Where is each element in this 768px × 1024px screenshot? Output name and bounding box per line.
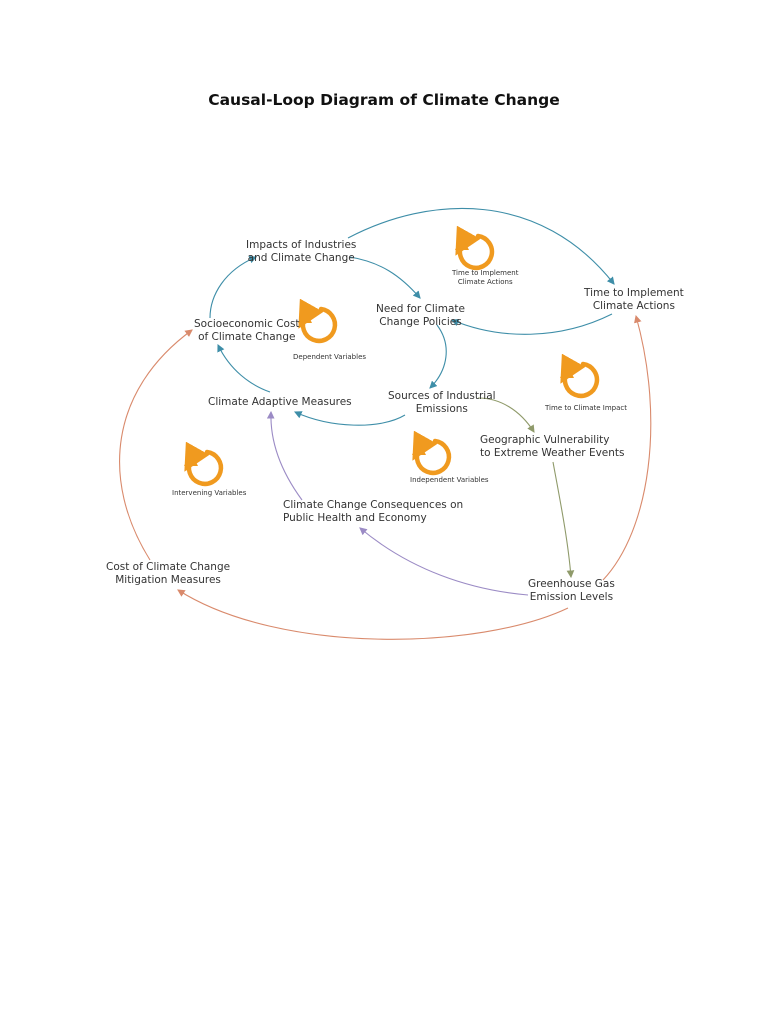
edge-sources-to-adaptive (293, 411, 406, 426)
node-sources-of-emissions: Sources of Industrial Emissions (388, 390, 496, 415)
edge-socio-to-impacts (209, 256, 258, 319)
node-greenhouse-gas: Greenhouse Gas Emission Levels (528, 578, 615, 603)
edge-sources-to-geo (477, 397, 535, 433)
circular-arrow-icon (184, 441, 224, 487)
circular-arrow-icon (455, 225, 495, 271)
edge-impacts-to-time-implement (347, 207, 615, 285)
node-climate-consequences: Climate Change Consequences on Public He… (283, 499, 464, 524)
loop-label-dependent: Dependent Variables (293, 353, 367, 361)
node-time-to-implement: Time to Implement Climate Actions (584, 287, 684, 312)
loop-label-intervening: Intervening Variables (172, 489, 247, 497)
edge-consequences-to-adaptive (266, 410, 303, 501)
node-climate-adaptive-measures: Climate Adaptive Measures (208, 396, 352, 408)
edge-time-to-need (450, 313, 613, 335)
node-socioeconomic-cost: Socioeconomic Cost of Climate Change (194, 318, 300, 343)
edge-ghg-to-cost-mitigation (177, 589, 569, 640)
node-geographic-vulnerability: Geographic Vulnerability to Extreme Weat… (480, 434, 625, 459)
circular-arrow-icon (412, 430, 452, 476)
diagram-title: Causal-Loop Diagram of Climate Change (208, 91, 560, 109)
node-need-for-climate-policies: Need for Climate Change Policies (376, 303, 465, 328)
loop-label-time-to-implement: Time to Implement Climate Actions (452, 269, 519, 286)
circular-arrow-icon (560, 353, 600, 399)
loop-label-time-to-impact: Time to Climate Impact (545, 404, 627, 412)
edge-cost-mitigation-to-socio (119, 329, 193, 561)
edge-ghg-to-consequences (359, 527, 529, 596)
loop-label-independent: Independent Variables (410, 476, 489, 484)
edge-adaptive-to-socio (217, 344, 271, 393)
edge-geo-to-ghg (552, 461, 575, 579)
node-impacts-of-industries: Impacts of Industries and Climate Change (246, 239, 357, 264)
edge-need-to-sources (429, 324, 447, 389)
edge-ghg-to-time (602, 314, 652, 581)
edge-impacts-to-need (349, 256, 421, 299)
circular-arrow-icon (298, 298, 338, 344)
node-cost-mitigation: Cost of Climate Change Mitigation Measur… (106, 561, 231, 586)
